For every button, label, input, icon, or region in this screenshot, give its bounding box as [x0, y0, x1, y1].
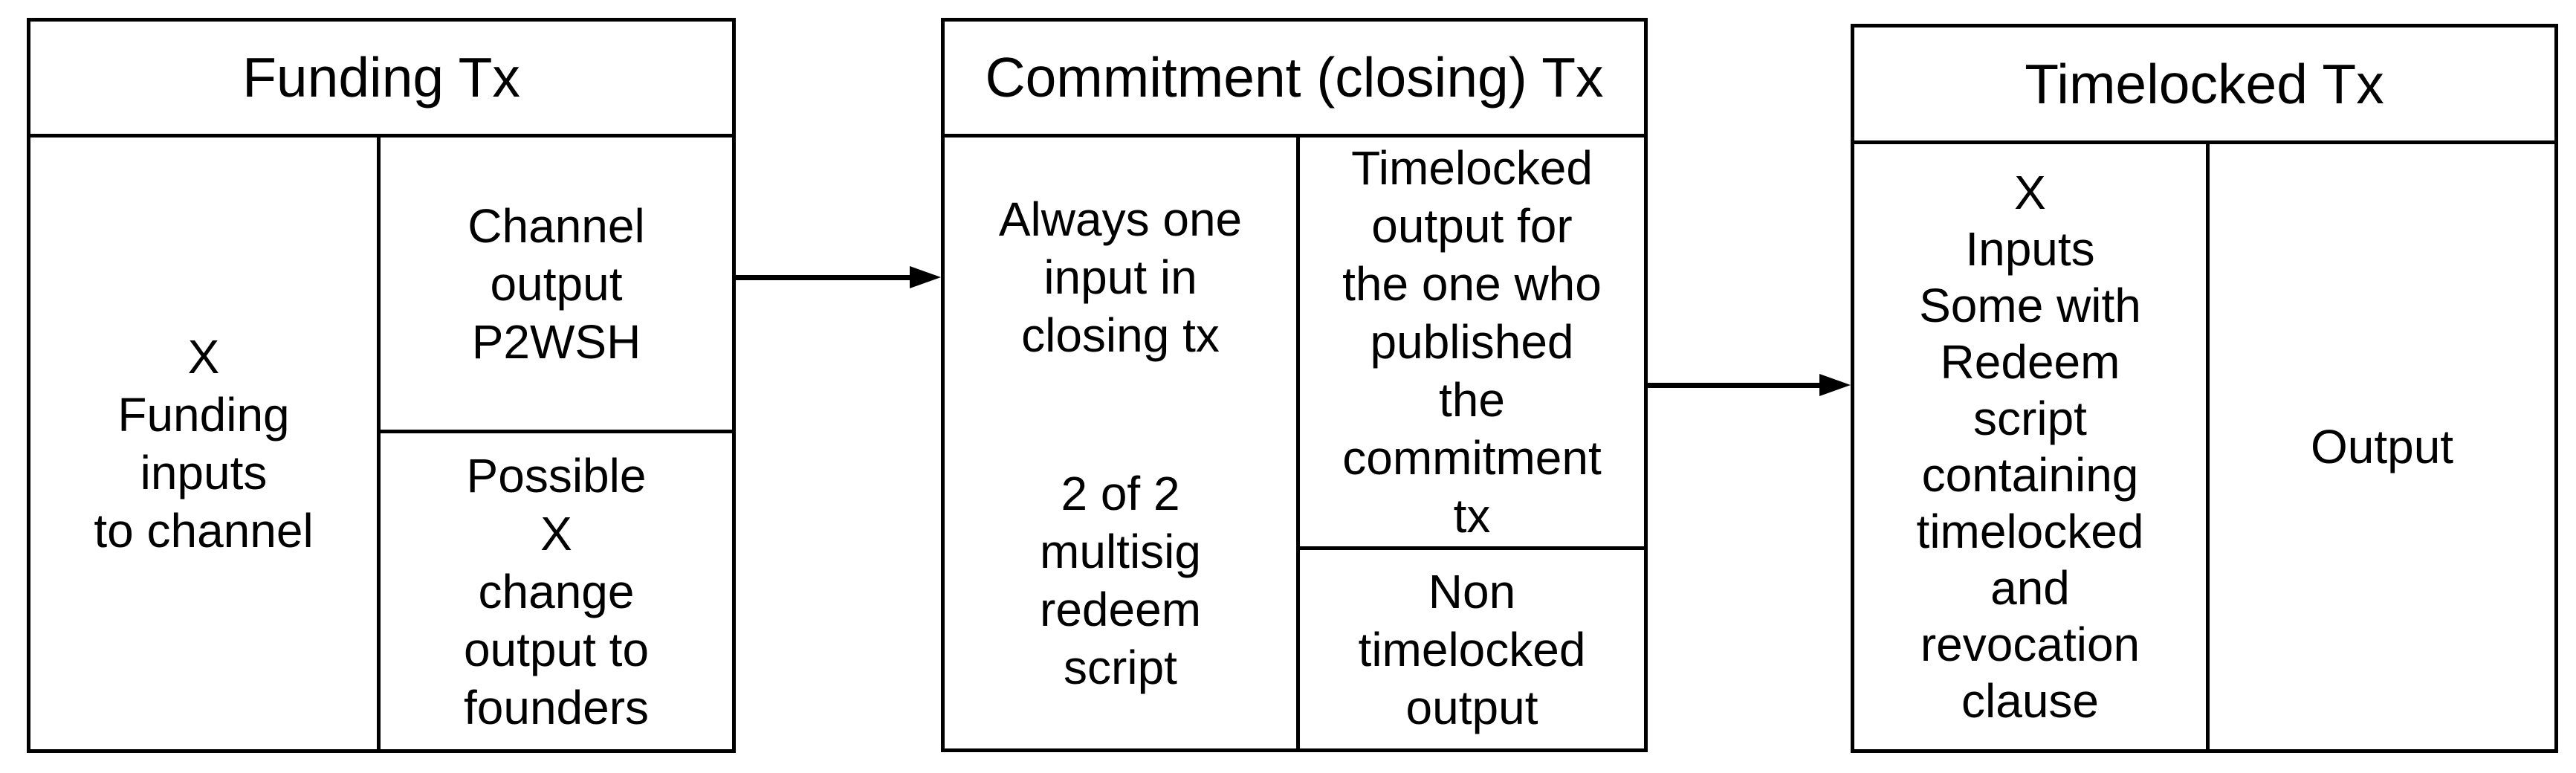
- arrow-head-icon: [910, 266, 941, 288]
- arrow-head-icon: [1819, 374, 1851, 396]
- non-timelocked-output-cell: Non timelocked output: [1358, 564, 1586, 734]
- timelocked-tx-box: Timelocked Tx X Inputs Some with Redeem …: [1851, 24, 2558, 753]
- channel-output-cell: Channel output P2WSH: [381, 138, 732, 433]
- commitment-tx-title: Commitment (closing) Tx: [945, 22, 1644, 138]
- timelocked-inputs-column: X Inputs Some with Redeem script contain…: [1854, 144, 2210, 749]
- funding-outputs-column: Channel output P2WSH Possible X change o…: [381, 138, 732, 749]
- funding-tx-box: Funding Tx X Funding inputs to channel C…: [27, 18, 736, 753]
- commitment-inputs-column: Always one input in closing tx 2 of 2 mu…: [945, 138, 1300, 748]
- timelocked-outputs-column: Output: [2210, 144, 2554, 749]
- arrow-shaft: [736, 274, 910, 280]
- timelocked-tx-body: X Inputs Some with Redeem script contain…: [1854, 144, 2554, 749]
- funding-inputs-column: X Funding inputs to channel: [30, 138, 381, 749]
- timelocked-output-cell: Timelocked output for the one who publis…: [1300, 138, 1644, 550]
- arrow-commitment-to-timelocked: [1648, 374, 1851, 396]
- timelocked-tx-title: Timelocked Tx: [1854, 28, 2554, 144]
- funding-inputs-cell: X Funding inputs to channel: [94, 329, 314, 557]
- funding-tx-body: X Funding inputs to channel Channel outp…: [30, 138, 732, 749]
- commitment-input-cell: Always one input in closing tx: [998, 192, 1243, 362]
- arrow-shaft: [1648, 382, 1819, 388]
- timelocked-output-cell: Output: [2310, 420, 2454, 473]
- arrow-funding-to-commitment: [736, 266, 941, 288]
- change-output-cell: Possible X change output to founders: [463, 448, 650, 734]
- timelocked-inputs-cell: X Inputs Some with Redeem script contain…: [1916, 166, 2144, 728]
- commitment-tx-box: Commitment (closing) Tx Always one input…: [941, 18, 1648, 752]
- funding-tx-title: Funding Tx: [30, 22, 732, 138]
- commitment-tx-body: Always one input in closing tx 2 of 2 mu…: [945, 138, 1644, 748]
- commitment-multisig-cell: 2 of 2 multisig redeem script: [1040, 466, 1201, 694]
- commitment-outputs-column: Timelocked output for the one who publis…: [1300, 138, 1644, 748]
